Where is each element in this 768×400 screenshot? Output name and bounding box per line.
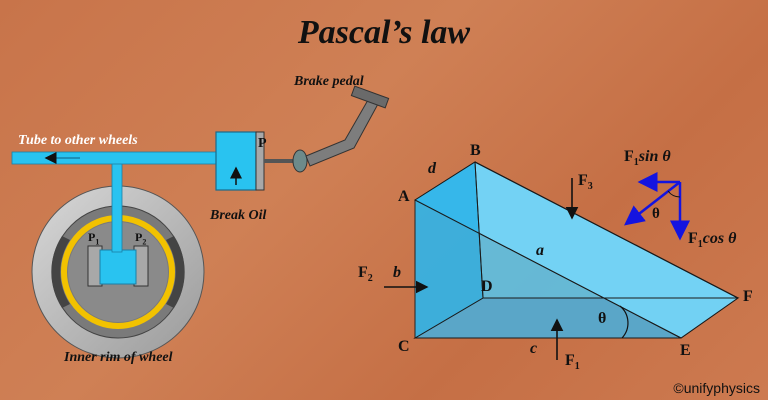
force-f2-label: F2 [358,264,373,285]
force-f1-label: F1 [565,352,580,373]
edge-BF [474,161,739,299]
component-theta-label: θ [652,206,660,222]
tube-label: Tube to other wheels [18,133,138,148]
edge-label-d: d [428,160,436,177]
wheel-cylinder [99,249,137,285]
edge-label-a: a [536,242,544,259]
p1-label: P1 [88,230,100,247]
brake-pedal-label: Brake pedal [294,74,364,89]
force-components [624,172,690,241]
vertex-d: D [481,278,493,295]
pedal-lever [305,99,379,167]
brake-shoe-left [51,236,70,308]
edge-AE [414,199,682,339]
vertex-b: B [470,142,481,159]
pivot [292,149,308,173]
copyright-text: ©unifyphysics [673,380,760,396]
vertex-e: E [680,342,691,359]
vertex-f: F [743,288,753,305]
p2-label: P2 [135,230,147,247]
rim-label: Inner rim of wheel [64,350,173,365]
master-piston-label: P [258,136,267,151]
edge-label-c: c [530,340,538,357]
brake-system [11,85,390,359]
edge-BD [474,161,484,299]
vertex-a: A [398,188,410,205]
angle-label: θ [598,310,607,327]
pipe-vertical [111,157,123,253]
pedal-pad [350,85,390,109]
component-cos-label: F1cos θ [688,230,737,251]
force-f3-label: F3 [578,172,593,193]
oil-label: Break Oil [210,208,267,223]
resultant-arrow [624,181,681,226]
edge-label-b: b [393,264,401,281]
component-sin-label: F1sin θ [624,148,671,169]
prism [384,161,740,360]
pipe-horizontal [11,151,223,165]
angle-arc [619,305,629,339]
vertex-c: C [398,338,410,355]
page-title: Pascal’s law [297,14,471,51]
brake-shoe-right [166,236,185,308]
component-angle-arc [667,190,681,198]
